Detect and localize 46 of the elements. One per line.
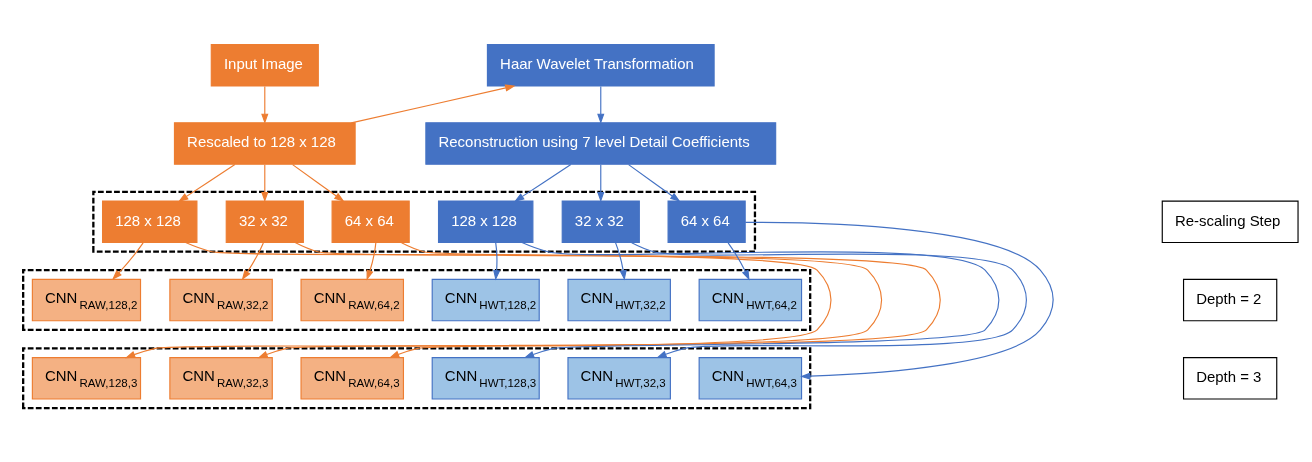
node-box: 32 x 32 xyxy=(225,200,304,244)
arrow xyxy=(521,242,1000,359)
arrow xyxy=(597,164,605,203)
node-box: CNN$_{HWT,128,2}$ xyxy=(431,278,540,322)
node-box: CNN$_{RAW,64,2}$ xyxy=(300,278,404,322)
arrow xyxy=(112,242,144,281)
arrow xyxy=(388,242,941,359)
node-box: CNN$_{RAW,32,3}$ xyxy=(169,357,273,400)
arrow xyxy=(493,242,501,281)
node-box: Depth = 2 xyxy=(1182,278,1278,322)
arrow xyxy=(178,163,236,202)
arrow xyxy=(257,241,883,359)
node-box: CNN$_{HWT,128,3}$ xyxy=(431,357,540,400)
arrow xyxy=(628,164,681,202)
arrow xyxy=(615,242,627,281)
arrow xyxy=(241,242,264,281)
node-box: CNN$_{HWT,32,3}$ xyxy=(567,357,671,400)
arrow xyxy=(350,84,516,124)
arrow xyxy=(366,242,377,281)
node-box: Rescaled to 128 x 128 xyxy=(173,122,356,165)
node-box: 32 x 32 xyxy=(561,200,640,244)
node-box: CNN$_{HWT,64,3}$ xyxy=(698,357,803,400)
node-box: Reconstruction using 7 level Detail Coefficients xyxy=(425,122,777,165)
node-box: 64 x 64 xyxy=(667,200,746,244)
arrow xyxy=(261,164,269,203)
node-box: Depth = 3 xyxy=(1182,357,1278,400)
node-box: Re-scaling Step xyxy=(1161,200,1299,244)
arrow xyxy=(514,163,572,202)
node-box: 128 x 128 xyxy=(102,200,198,244)
node-box: CNN$_{RAW,128,3}$ xyxy=(31,357,142,400)
arrow xyxy=(744,221,1054,380)
arrow xyxy=(124,241,832,359)
arrow xyxy=(261,85,269,125)
node-box: Haar Wavelet Transformation xyxy=(486,44,715,87)
arrow xyxy=(631,242,1027,359)
node-box: CNN$_{HWT,64,2}$ xyxy=(698,278,803,322)
node-box: Input Image xyxy=(210,44,319,87)
node-box: CNN$_{RAW,32,2}$ xyxy=(169,278,273,322)
node-box: CNN$_{RAW,128,2}$ xyxy=(31,278,142,322)
arrow xyxy=(597,85,605,125)
node-box: CNN$_{RAW,64,3}$ xyxy=(300,357,404,400)
node-box: CNN$_{HWT,32,2}$ xyxy=(567,278,671,322)
arrow xyxy=(292,164,345,202)
node-box: 64 x 64 xyxy=(331,200,410,244)
arrow xyxy=(727,242,750,281)
node-box: 128 x 128 xyxy=(437,200,534,244)
